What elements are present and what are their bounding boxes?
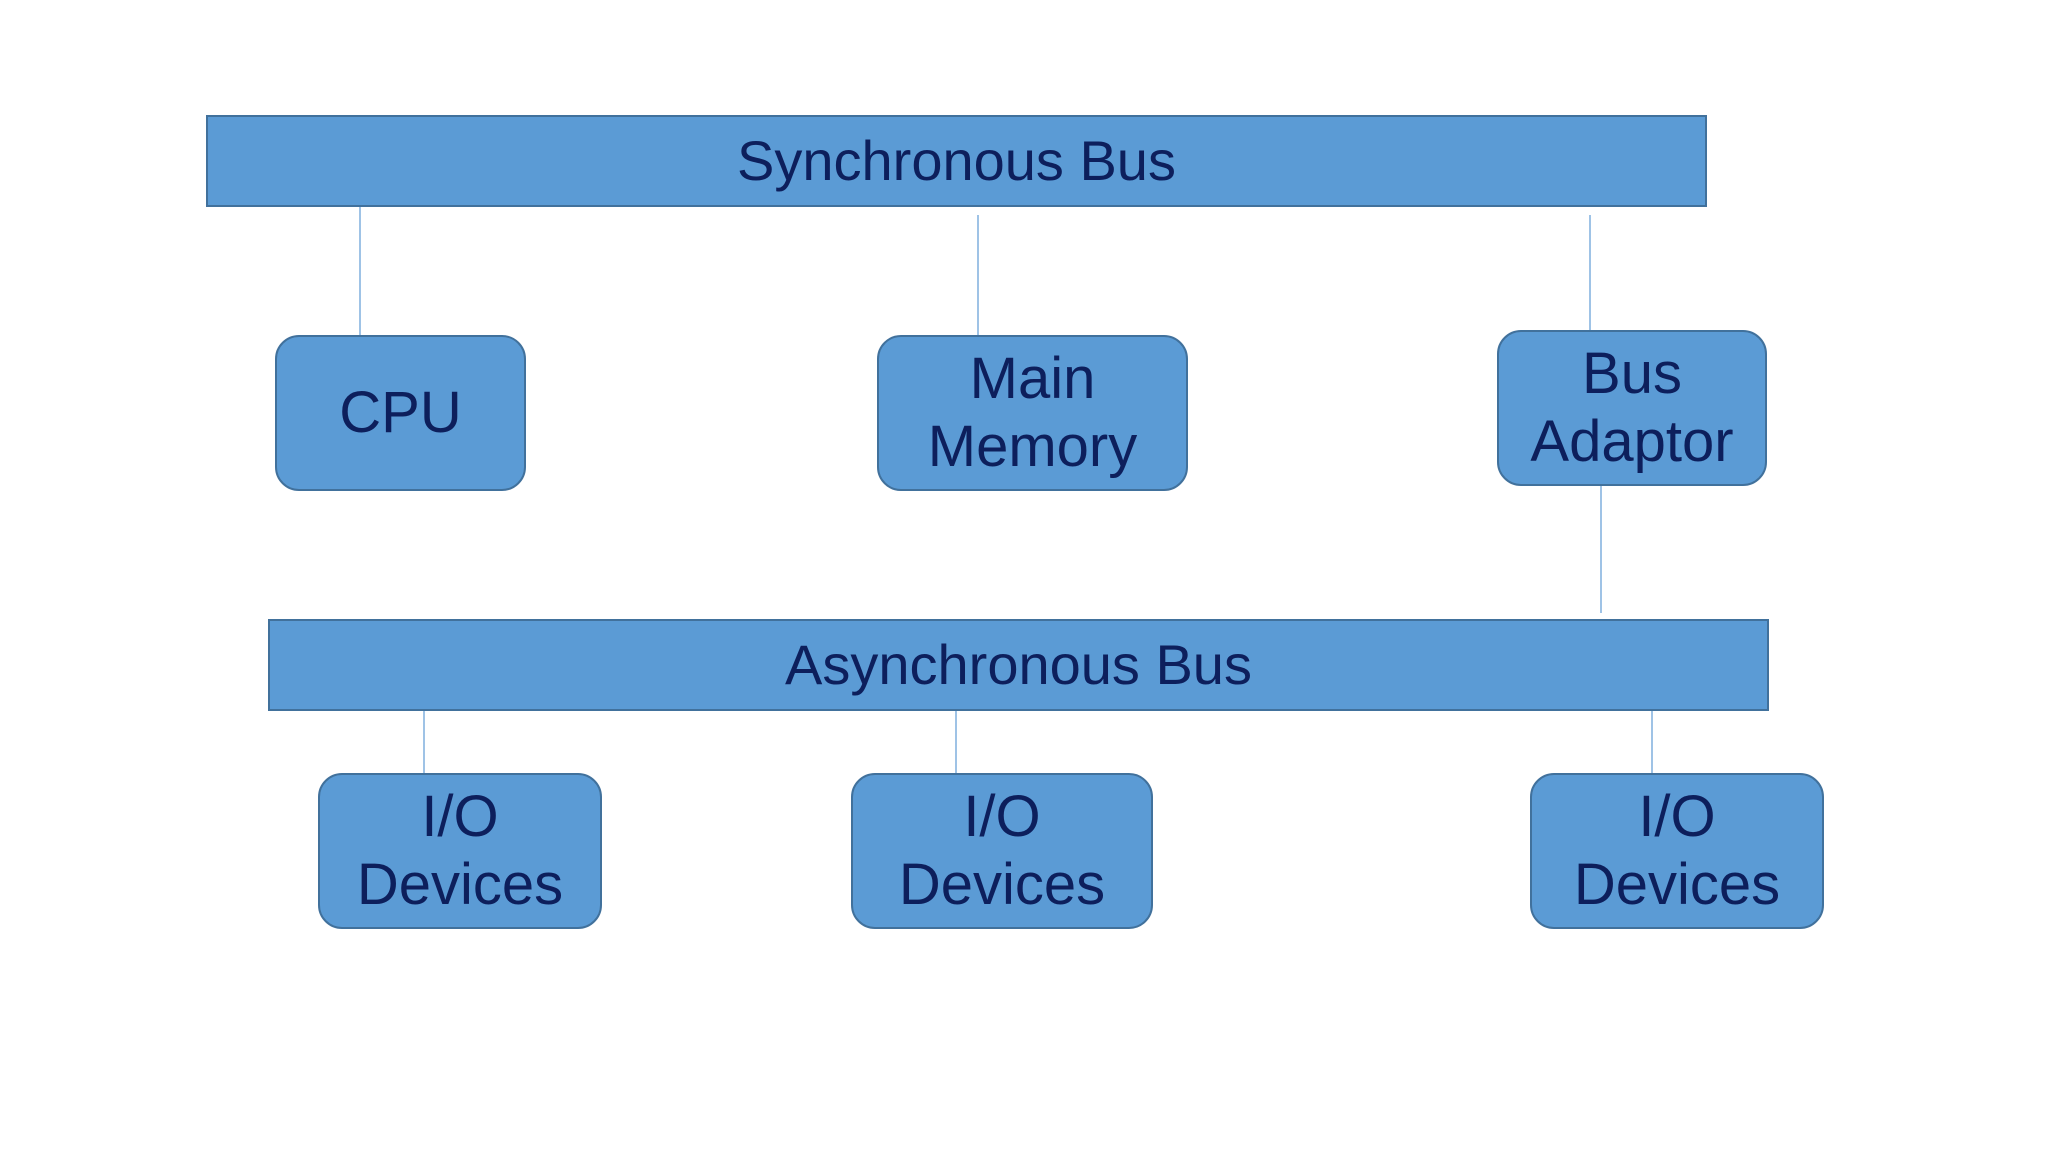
connector-async-bus-io-devices-2 — [955, 711, 957, 773]
cpu-node: CPU — [275, 335, 526, 491]
connector-async-bus-io-devices-1 — [423, 711, 425, 773]
connector-sync-bus-bus-adaptor — [1589, 215, 1591, 330]
bus-adaptor-label: Bus Adaptor — [1530, 340, 1734, 474]
main-memory-label: Main Memory — [927, 345, 1138, 479]
connector-sync-bus-main-memory — [977, 215, 979, 335]
io-devices-label-3: I/O Devices — [1573, 783, 1781, 917]
synchronous-bus: Synchronous Bus — [206, 115, 1707, 207]
connector-async-bus-io-devices-3 — [1651, 711, 1653, 773]
asynchronous-bus-label: Asynchronous Bus — [785, 633, 1252, 696]
bus-adaptor-node: Bus Adaptor — [1497, 330, 1767, 486]
synchronous-bus-label: Synchronous Bus — [737, 129, 1176, 192]
io-devices-node-1: I/O Devices — [318, 773, 602, 929]
io-devices-node-3: I/O Devices — [1530, 773, 1824, 929]
io-devices-label-2: I/O Devices — [898, 783, 1106, 917]
connector-bus-adaptor-async-bus — [1600, 486, 1602, 613]
cpu-label: CPU — [339, 379, 462, 445]
main-memory-node: Main Memory — [877, 335, 1188, 491]
io-devices-node-2: I/O Devices — [851, 773, 1153, 929]
connector-sync-bus-cpu — [359, 207, 361, 335]
io-devices-label-1: I/O Devices — [356, 783, 564, 917]
asynchronous-bus: Asynchronous Bus — [268, 619, 1769, 711]
